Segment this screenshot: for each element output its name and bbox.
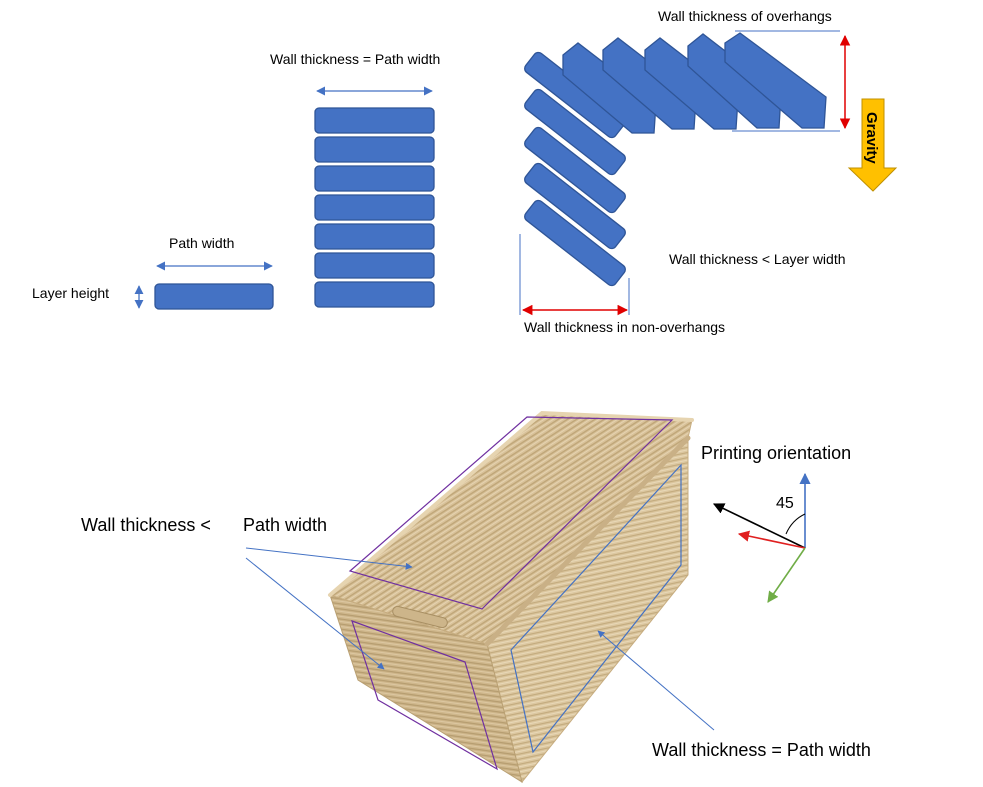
overhang-path-5: [724, 32, 827, 129]
printing-orientation: Printing orientation 45: [701, 443, 851, 603]
tilted-path-2: [524, 88, 626, 176]
stacked-layer-4: [314, 194, 435, 221]
stacked-layer-7: [314, 281, 435, 308]
tilted-path-4: [524, 162, 626, 250]
wall-vs-layer-label: Wall thickness < Layer width: [669, 251, 846, 267]
printing-orientation-title: Printing orientation: [701, 443, 851, 463]
axis-green: [767, 547, 806, 603]
stacked-layer-2: [314, 136, 435, 163]
single-path-group: Path width Layer height: [32, 235, 274, 310]
path-width-label: Path width: [169, 235, 234, 251]
overhang-paths: [562, 32, 827, 134]
gravity-label: Gravity: [863, 112, 880, 164]
axis-red: [737, 530, 806, 549]
single-extrusion-path: [154, 283, 274, 310]
non-overhang-label: Wall thickness in non-overhangs: [524, 319, 725, 335]
box-edge: [484, 435, 691, 647]
pointer-to-top-face: [245, 547, 413, 570]
non-overhang-paths: [524, 51, 626, 287]
path-width-text: Path width: [243, 515, 327, 535]
box-top-rim: [328, 410, 694, 597]
front-face-outline: [510, 463, 682, 754]
gravity-arrow: [847, 98, 898, 192]
tilted-path-3: [524, 126, 626, 214]
stacked-layers: [314, 107, 435, 308]
stacked-wall-group: Wall thickness = Path width: [270, 51, 440, 308]
stacked-wall-label: Wall thickness = Path width: [270, 51, 440, 67]
overhang-path-1: [562, 42, 657, 134]
stacked-layer-6: [314, 252, 435, 279]
wall-thickness-equal-label: Wall thickness = Path width: [652, 740, 871, 760]
stacked-layer-1: [314, 107, 435, 134]
pointer-to-front-face: [597, 630, 715, 731]
bottom-annotations: Wall thickness < Path width Wall thickne…: [81, 515, 871, 760]
angle-label: 45: [776, 495, 794, 512]
wall-thickness-less-label: Wall thickness <: [81, 515, 211, 535]
top-face-outline: [348, 416, 674, 610]
side-face-outline: [351, 620, 499, 771]
overhang-group: Wall thickness of overhangs Gravity Wall…: [519, 8, 898, 335]
overhang-path-2: [602, 37, 697, 130]
tilted-path-5: [524, 199, 626, 287]
axis-print-direction: [712, 503, 806, 549]
pointer-to-side-face: [245, 557, 385, 670]
angle-arc: [785, 513, 806, 535]
layer-height-label: Layer height: [32, 285, 109, 301]
overhang-wall-label: Wall thickness of overhangs: [658, 8, 832, 24]
overhang-path-3: [644, 37, 739, 130]
stacked-layer-5: [314, 223, 435, 250]
stacked-layer-3: [314, 165, 435, 192]
box-clip: [392, 605, 448, 629]
overhang-path-4: [687, 33, 782, 129]
printed-box: [328, 410, 694, 784]
